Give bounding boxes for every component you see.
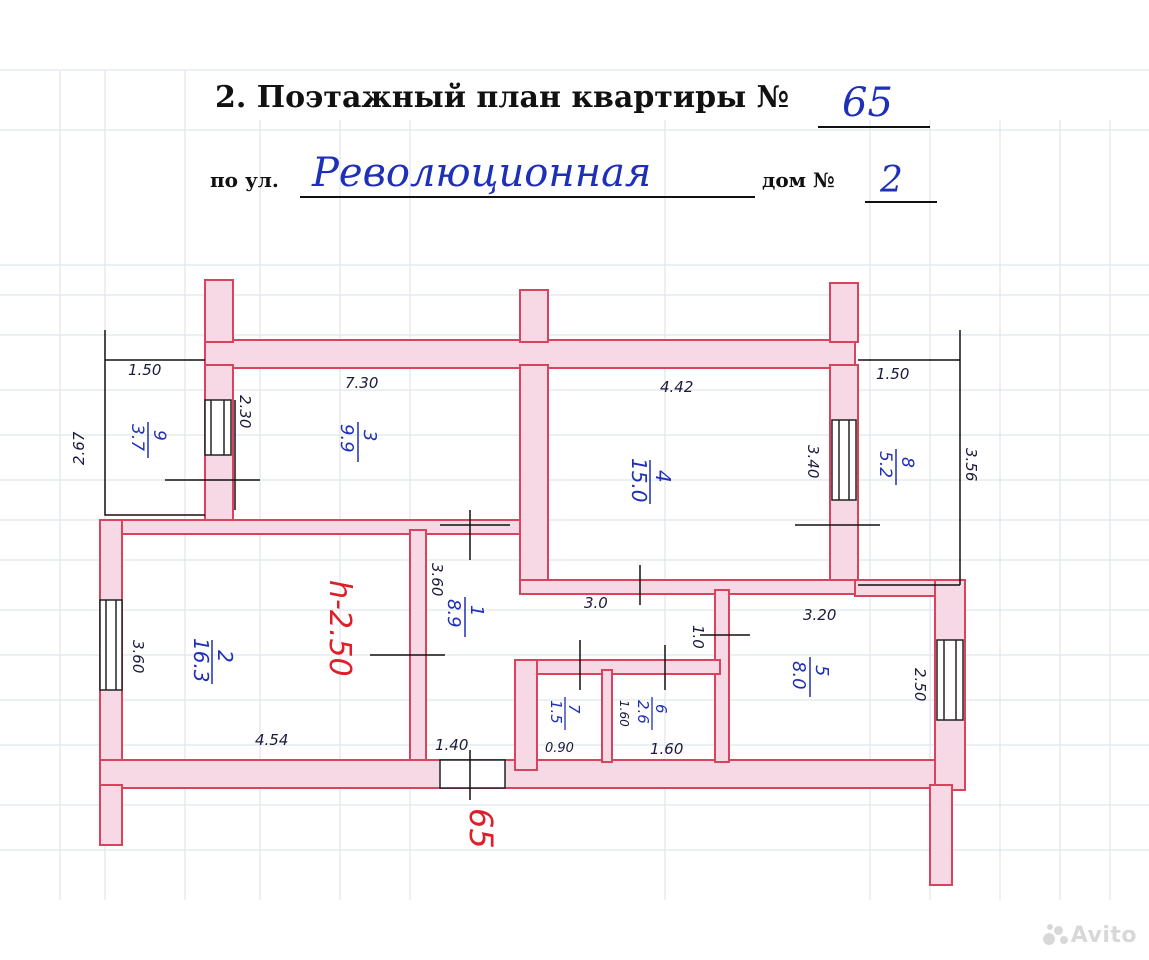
wall-room5-left	[714, 589, 730, 763]
room-3-label: 3 9.9	[336, 422, 380, 462]
dim-balcony-right-width: 1.50	[876, 365, 909, 383]
street-label: по ул.	[210, 168, 279, 192]
wall-bath-left	[514, 659, 538, 771]
window-room2	[99, 599, 123, 691]
dim-balcony-left-width: 1.50	[128, 361, 161, 379]
house-number-underline	[865, 201, 937, 203]
room-4-area: 15.0	[627, 458, 651, 503]
room-1-area: 8.9	[443, 599, 464, 628]
guide-lines	[104, 330, 961, 800]
room-7-number: 7	[565, 704, 583, 714]
dim-room5-width: 3.20	[803, 606, 836, 624]
red-annotations: h-2.50 65	[322, 580, 500, 849]
room-9-area: 3.7	[127, 424, 147, 451]
wall-room4-bottom	[519, 579, 859, 595]
room-3-number: 3	[359, 430, 380, 441]
dim-balcony-left-height: 2.67	[70, 431, 88, 465]
avito-watermark-text: Avito	[1070, 923, 1137, 948]
avito-watermark: Avito	[1042, 923, 1137, 948]
window-room9	[204, 399, 232, 456]
wall-bath-middle	[601, 669, 613, 763]
apartment-number-underline	[818, 126, 930, 128]
window-room4	[831, 419, 857, 501]
room-2-area: 16.3	[189, 638, 213, 683]
room-5-area: 8.0	[788, 661, 809, 690]
dim-room5-height: 2.50	[911, 668, 929, 701]
house-number: 2	[880, 160, 903, 201]
room-9-number: 9	[149, 430, 169, 441]
street-underline	[300, 196, 755, 198]
dim-room7-width: 0.90	[545, 741, 574, 756]
room-1-label: 1 8.9	[443, 597, 487, 637]
room-1-number: 1	[466, 605, 487, 616]
dim-room2-height: 3.60	[129, 640, 147, 673]
wall-room4-left	[519, 364, 549, 586]
apartment-number: 65	[842, 80, 893, 126]
street-name: Революционная	[312, 150, 652, 196]
dim-room2-width: 4.54	[255, 731, 288, 749]
room-7-label: 7 1.5	[547, 697, 583, 730]
wall-middle	[99, 519, 521, 535]
dim-corridor-height: 1.0	[689, 625, 707, 649]
wall-top	[204, 339, 856, 369]
ceiling-height: h-2.50	[322, 580, 357, 677]
room-8-area: 5.2	[875, 451, 895, 478]
wall-bath-top	[514, 659, 721, 675]
dim-corridor-width: 3.0	[584, 594, 608, 612]
room-6-number: 6	[652, 704, 670, 714]
room-5-number: 5	[811, 665, 832, 676]
room-6-area: 2.6	[634, 700, 652, 724]
dim-balcony-right-height: 3.56	[962, 448, 980, 481]
window-room5	[936, 639, 964, 721]
walls	[99, 279, 966, 886]
room-2-number: 2	[213, 650, 237, 663]
house-label: дом №	[762, 168, 835, 192]
dim-hall-width: 1.40	[435, 736, 468, 754]
wall-tail-left	[99, 784, 123, 846]
dim-room4-height: 3.40	[804, 445, 822, 478]
dim-room4-width: 4.42	[660, 378, 693, 396]
windows	[99, 399, 964, 789]
dim-room1-height: 3.60	[428, 563, 446, 596]
wall-stub-right	[829, 282, 859, 343]
avito-logo-icon	[1042, 924, 1069, 946]
room-5-label: 5 8.0	[788, 657, 832, 697]
entrance-door	[439, 759, 506, 789]
room-8-label: 8 5.2	[875, 449, 917, 485]
dimension-labels: 1.50 7.30 4.42 1.50 2.30 3.40 2.67 3.56 …	[70, 361, 980, 758]
dim-room6-height: 1.60	[617, 700, 631, 727]
dim-room3-height: 2.30	[236, 395, 254, 428]
room-4-number: 4	[651, 470, 675, 483]
room-4-label: 4 15.0	[627, 458, 675, 504]
room-6-label: 6 2.6	[634, 697, 670, 730]
room-2-label: 2 16.3	[189, 638, 237, 684]
room-9-label: 9 3.7	[127, 422, 169, 458]
wall-tail-right	[929, 784, 953, 886]
wall-room2-right	[409, 529, 427, 761]
room-7-area: 1.5	[547, 700, 565, 724]
room-8-number: 8	[897, 457, 917, 468]
page-title: 2. Поэтажный план квартиры №	[215, 80, 790, 115]
dim-room3-width: 7.30	[345, 374, 378, 392]
dim-room6-width: 1.60	[650, 740, 683, 758]
wall-stub-middle	[519, 289, 549, 343]
room-3-area: 9.9	[336, 424, 357, 453]
room-labels: 1 8.9 2 16.3 3 9.9 4 15.0 5	[127, 422, 917, 730]
wall-stub-left	[204, 279, 234, 343]
entrance-apartment-number: 65	[462, 808, 500, 849]
